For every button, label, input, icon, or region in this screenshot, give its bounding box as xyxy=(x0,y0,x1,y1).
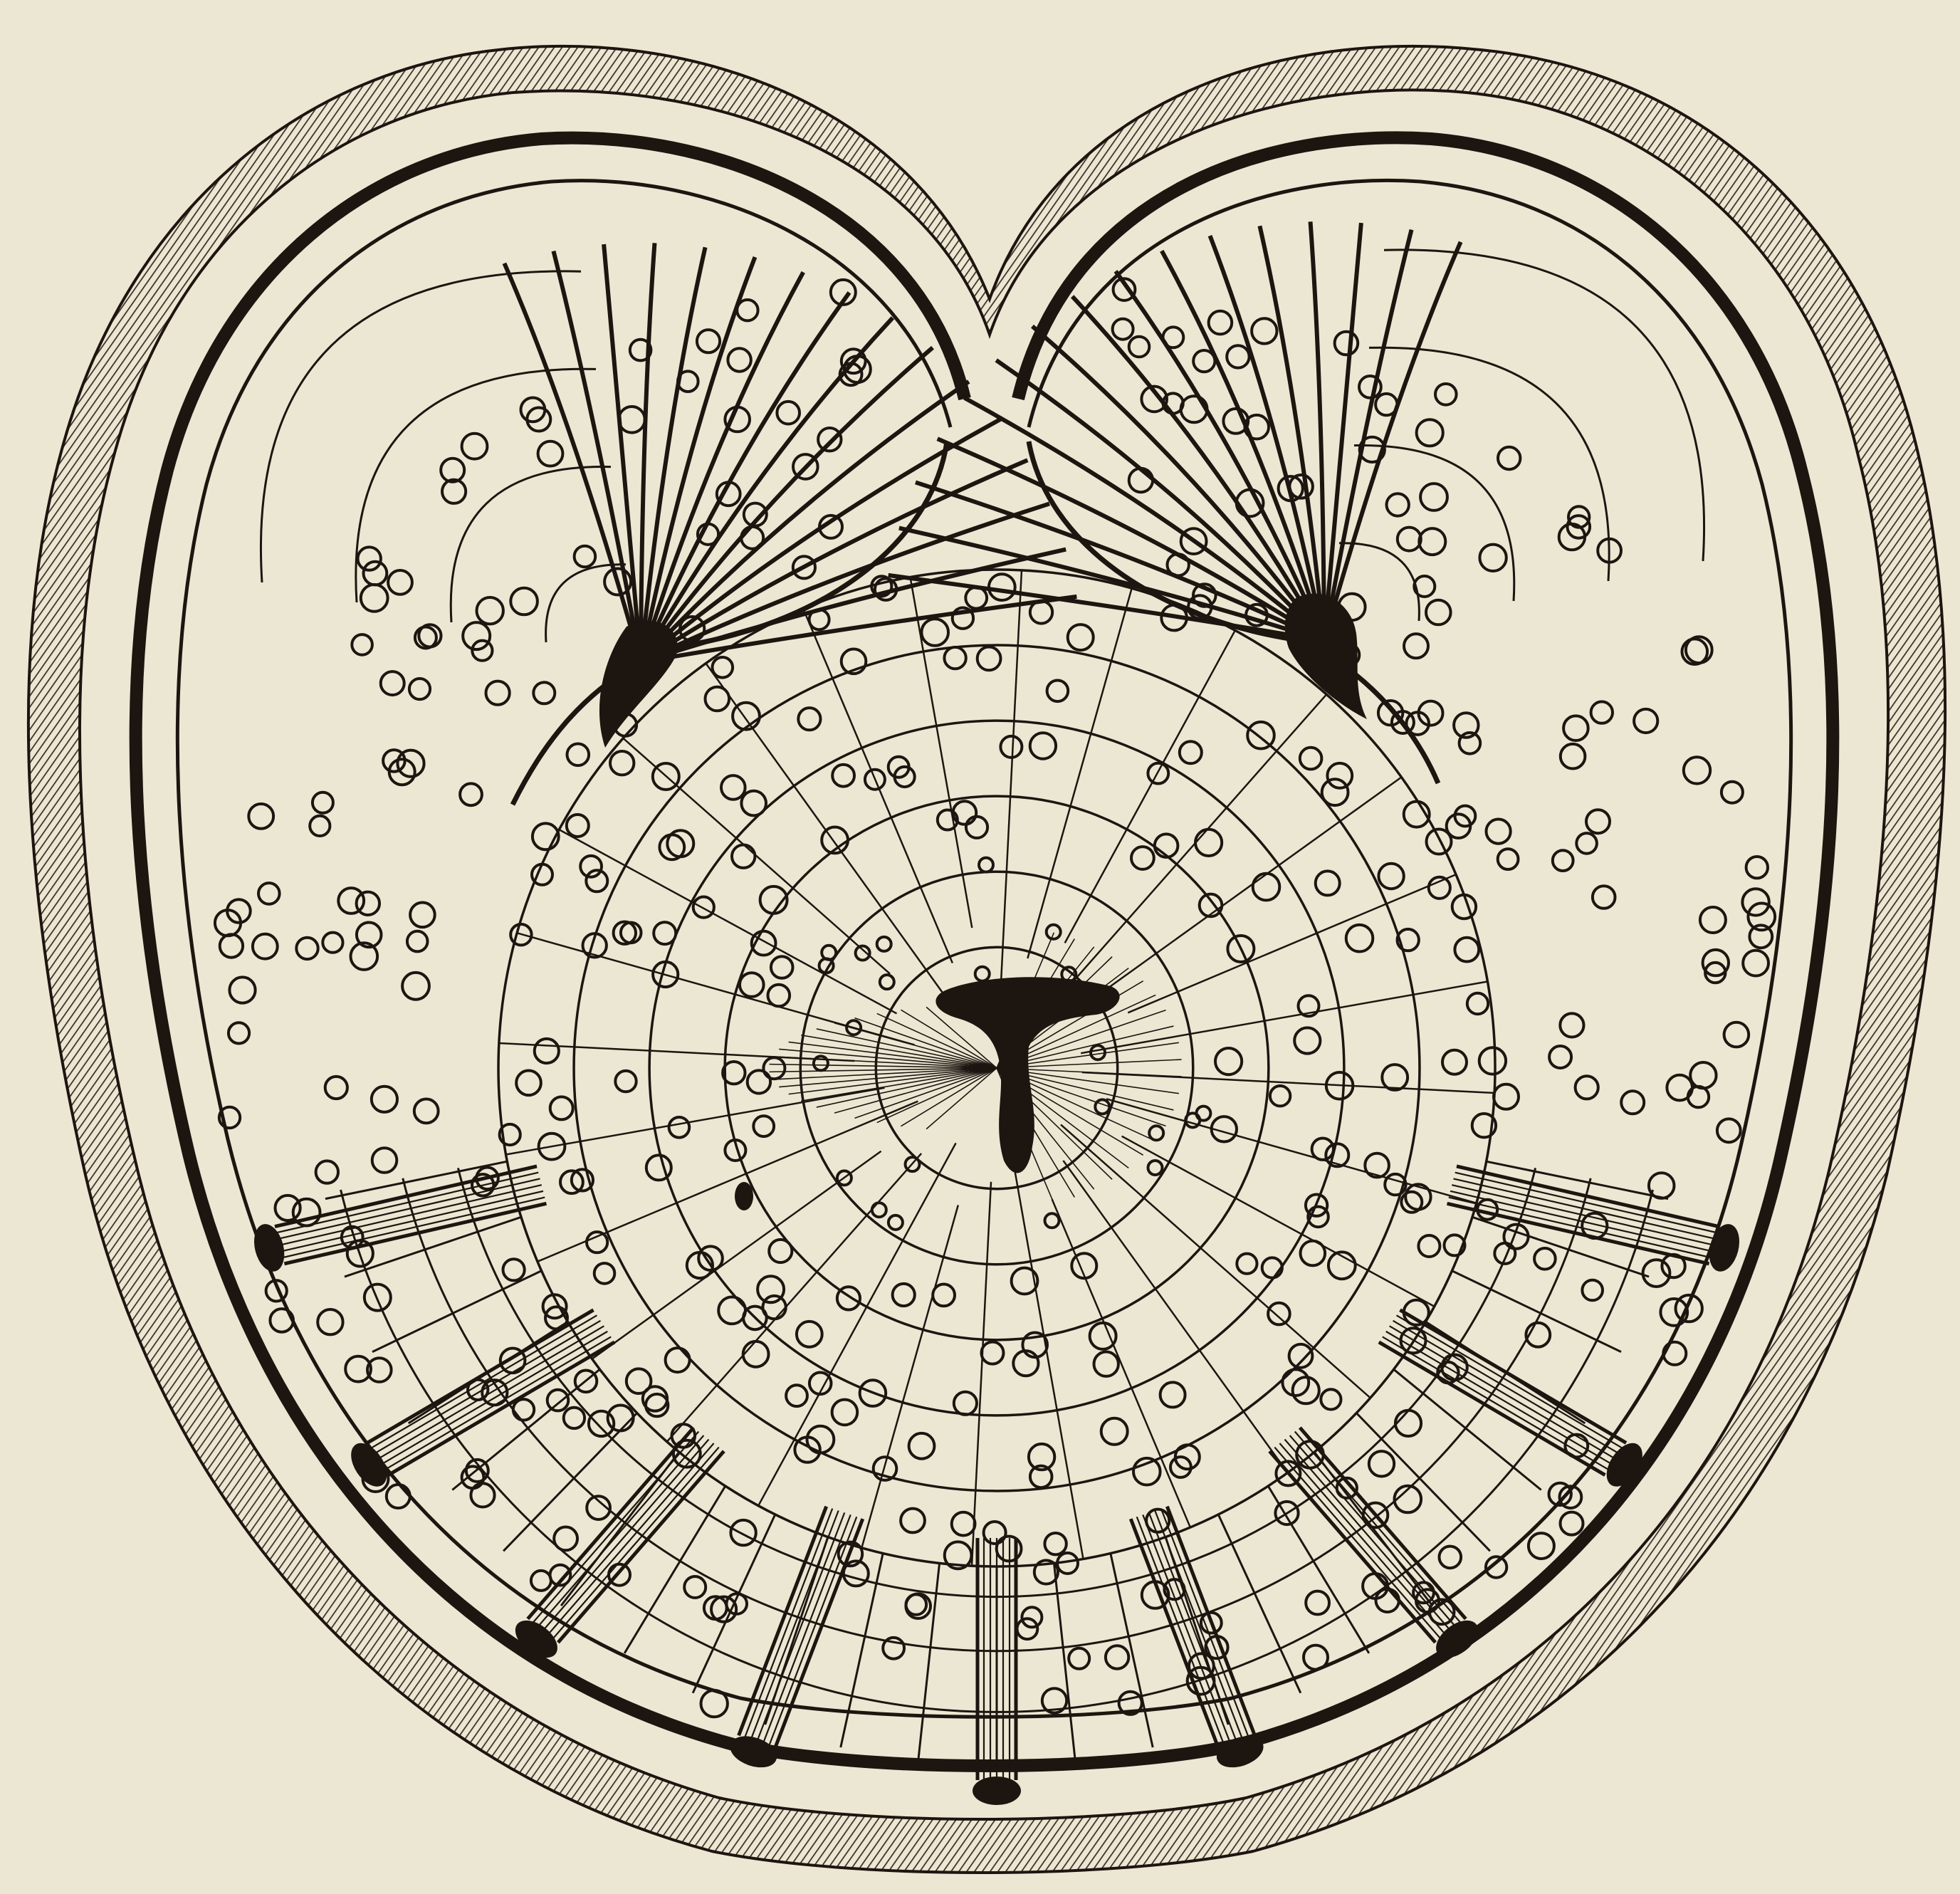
canal-pore xyxy=(973,1777,1021,1805)
small-dark-spot xyxy=(735,1182,753,1210)
